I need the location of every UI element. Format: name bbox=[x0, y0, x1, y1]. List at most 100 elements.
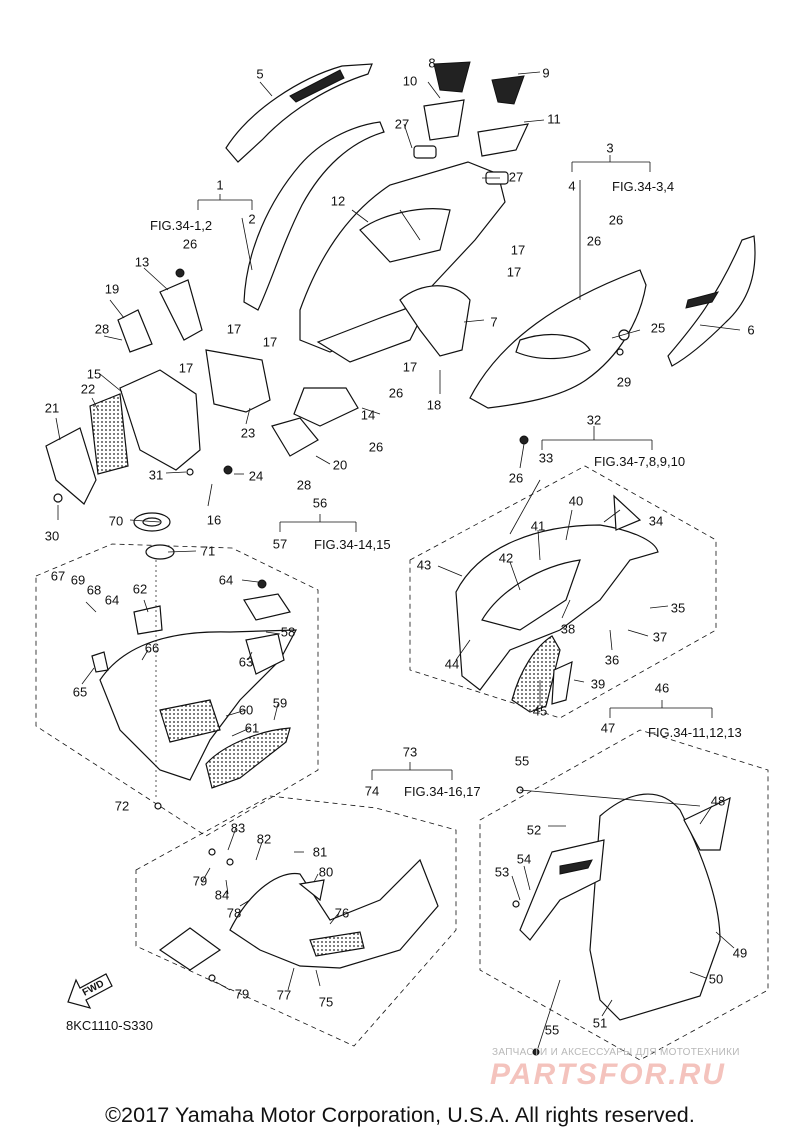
callout-50: 50 bbox=[708, 971, 724, 987]
group-box-33 bbox=[409, 465, 717, 719]
callout-9: 9 bbox=[542, 65, 550, 81]
callout-26a: 26 bbox=[182, 236, 198, 252]
bracket-14-20 bbox=[271, 387, 359, 457]
callout-10: 10 bbox=[402, 73, 418, 89]
callout-5: 5 bbox=[256, 66, 264, 82]
callout-36: 36 bbox=[604, 652, 620, 668]
callout-17b: 17 bbox=[262, 334, 278, 350]
callout-76: 76 bbox=[334, 905, 350, 921]
callout-70: 70 bbox=[108, 513, 124, 529]
callout-78: 78 bbox=[226, 905, 242, 921]
callout-12: 12 bbox=[330, 193, 346, 209]
callout-16: 16 bbox=[206, 512, 222, 528]
callout-71: 71 bbox=[200, 543, 216, 559]
callout-32: 32 bbox=[586, 412, 602, 428]
cowl-assembly-33 bbox=[455, 494, 659, 713]
fwd-arrow-icon bbox=[67, 973, 113, 1009]
callout-54: 54 bbox=[516, 851, 532, 867]
callout-63: 63 bbox=[238, 654, 254, 670]
watermark-subtitle: ЗАПЧАСТИ И АКСЕССУАРЫ ДЛЯ МОТОТЕХНИКИ bbox=[492, 1047, 740, 1058]
callout-33: 33 bbox=[538, 450, 554, 466]
callout-68: 68 bbox=[86, 582, 102, 598]
callout-17e: 17 bbox=[510, 242, 526, 258]
copyright-notice: ©2017 Yamaha Motor Corporation, U.S.A. A… bbox=[105, 1103, 695, 1127]
callout-77: 77 bbox=[276, 987, 292, 1003]
callout-47: 47 bbox=[600, 720, 616, 736]
callout-39: 39 bbox=[590, 676, 606, 692]
callout-69: 69 bbox=[70, 572, 86, 588]
callout-31: 31 bbox=[148, 467, 164, 483]
callout-51: 51 bbox=[592, 1015, 608, 1031]
callout-15: 15 bbox=[86, 366, 102, 382]
callout-13: 13 bbox=[134, 254, 150, 270]
callout-79a: 79 bbox=[192, 873, 208, 889]
callout-22: 22 bbox=[80, 381, 96, 397]
callout-35: 35 bbox=[670, 600, 686, 616]
callout-20: 20 bbox=[332, 457, 348, 473]
callout-2: 2 bbox=[248, 211, 256, 227]
callout-17a: 17 bbox=[226, 321, 242, 337]
callout-26f: 26 bbox=[508, 470, 524, 486]
callout-55a: 55 bbox=[514, 753, 530, 769]
panel-13-19 bbox=[117, 279, 203, 353]
callout-28a: 28 bbox=[94, 321, 110, 337]
duct-parts-8-11 bbox=[413, 61, 530, 185]
callout-75: 75 bbox=[318, 994, 334, 1010]
callout-27a: 27 bbox=[394, 116, 410, 132]
callout-38: 38 bbox=[560, 621, 576, 637]
callout-24: 24 bbox=[248, 468, 264, 484]
callout-3: 3 bbox=[606, 140, 614, 156]
upper-cowl-12 bbox=[299, 161, 506, 363]
callout-74: 74 bbox=[364, 783, 380, 799]
callout-18: 18 bbox=[426, 397, 442, 413]
callout-55b: 55 bbox=[544, 1022, 560, 1038]
callout-79b: 79 bbox=[234, 986, 250, 1002]
callout-45: 45 bbox=[532, 703, 548, 719]
callout-64a: 64 bbox=[218, 572, 234, 588]
leader-lines bbox=[55, 71, 741, 1049]
callout-56: 56 bbox=[312, 495, 328, 511]
callout-30: 30 bbox=[44, 528, 60, 544]
callout-7: 7 bbox=[490, 314, 498, 330]
callout-80: 80 bbox=[318, 864, 334, 880]
callout-46: 46 bbox=[654, 680, 670, 696]
grommet-70-71 bbox=[133, 512, 175, 560]
side-cowl-47 bbox=[519, 793, 731, 1021]
callout-61: 61 bbox=[244, 720, 260, 736]
inner-panel-15 bbox=[119, 369, 201, 471]
callout-81: 81 bbox=[312, 844, 328, 860]
under-cowl-57 bbox=[91, 593, 298, 789]
callout-41: 41 bbox=[530, 518, 546, 534]
callout-49: 49 bbox=[732, 945, 748, 961]
callout-57: 57 bbox=[272, 536, 288, 552]
callout-64b: 64 bbox=[104, 592, 120, 608]
callout-11: 11 bbox=[547, 111, 561, 127]
callout-6: 6 bbox=[747, 322, 755, 338]
callout-34: 34 bbox=[648, 513, 664, 529]
callout-17c: 17 bbox=[178, 360, 194, 376]
callout-40: 40 bbox=[568, 493, 584, 509]
bracket-7 bbox=[399, 285, 471, 357]
fig-ref-32: FIG.34-7,8,9,10 bbox=[594, 454, 686, 469]
callout-17f: 17 bbox=[506, 264, 522, 280]
group-box-47 bbox=[479, 729, 769, 1061]
side-cover-2 bbox=[243, 121, 385, 311]
callout-66: 66 bbox=[144, 640, 160, 656]
callout-52: 52 bbox=[526, 822, 542, 838]
fig-ref-73: FIG.34-16,17 bbox=[404, 784, 481, 799]
lower-cowl-74 bbox=[158, 858, 439, 971]
callout-19: 19 bbox=[104, 281, 120, 297]
callout-28b: 28 bbox=[296, 477, 312, 493]
callout-59: 59 bbox=[272, 695, 288, 711]
callout-84: 84 bbox=[214, 887, 230, 903]
group-brackets bbox=[197, 155, 713, 780]
callout-42: 42 bbox=[498, 550, 514, 566]
callout-26d: 26 bbox=[388, 385, 404, 401]
callout-60: 60 bbox=[238, 702, 254, 718]
fig-ref-56: FIG.34-14,15 bbox=[314, 537, 391, 552]
callout-73: 73 bbox=[402, 744, 418, 760]
fasteners bbox=[53, 268, 630, 1056]
callout-65: 65 bbox=[72, 684, 88, 700]
grille-22 bbox=[89, 393, 129, 475]
